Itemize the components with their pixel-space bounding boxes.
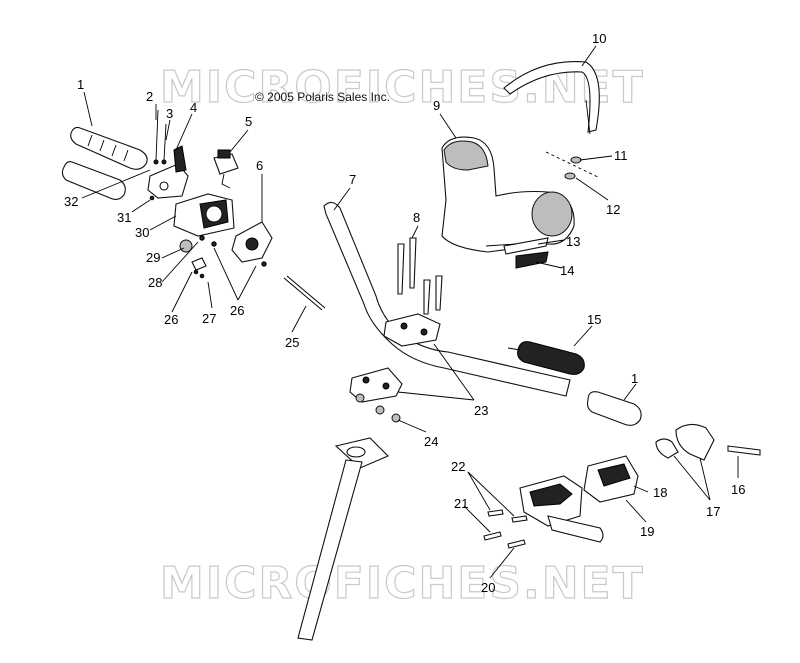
upper-clamp xyxy=(383,313,441,347)
left-hand-grip xyxy=(70,126,148,170)
callout-6: 6 xyxy=(256,158,263,173)
callout-13: 13 xyxy=(566,234,580,249)
switch-housing-30 xyxy=(173,193,235,237)
callout-11: 11 xyxy=(614,148,628,163)
hardware-11-12 xyxy=(545,151,601,180)
callout-31: 31 xyxy=(117,210,131,225)
cable-25 xyxy=(283,275,326,311)
reservoir-18-19 xyxy=(583,455,639,503)
throttle-lever-17 xyxy=(655,423,715,461)
callout-32: 32 xyxy=(64,194,78,209)
callout-8: 8 xyxy=(413,210,420,225)
bracket-13-14 xyxy=(485,237,549,269)
callout-23: 23 xyxy=(474,403,488,418)
callout-21: 21 xyxy=(454,496,468,511)
small-hardware-left xyxy=(149,195,267,279)
callout-labels: 1 1 2 3 4 5 6 7 8 9 10 11 12 13 14 15 16… xyxy=(64,31,745,595)
pin-16 xyxy=(727,445,761,456)
callout-24: 24 xyxy=(424,434,438,449)
callout-9: 9 xyxy=(433,98,440,113)
clamp-bolts-8 xyxy=(397,237,443,315)
throttle-housing-bracket xyxy=(147,145,189,199)
callout-27: 27 xyxy=(202,311,216,326)
callout-1-right: 1 xyxy=(631,371,638,386)
callout-22: 22 xyxy=(451,459,465,474)
callout-25: 25 xyxy=(285,335,299,350)
callout-3: 3 xyxy=(166,106,173,121)
lower-clamp xyxy=(349,367,403,403)
switch-5 xyxy=(213,149,239,189)
right-grip-1 xyxy=(586,391,642,426)
leader-lines xyxy=(81,45,739,579)
watermark-bottom: MICROFICHES.NET xyxy=(160,558,645,609)
copyright-text: © 2005 Polaris Sales Inc. xyxy=(255,90,390,104)
callout-20: 20 xyxy=(481,580,495,595)
callout-26-left: 26 xyxy=(164,312,178,327)
screws-20-22 xyxy=(483,509,528,549)
callout-7: 7 xyxy=(349,172,356,187)
callout-14: 14 xyxy=(560,263,574,278)
callout-10: 10 xyxy=(592,31,606,46)
switch-cover-6 xyxy=(231,221,273,263)
callout-30: 30 xyxy=(135,225,149,240)
callout-12: 12 xyxy=(606,202,620,217)
callout-26-right: 26 xyxy=(230,303,244,318)
callout-18: 18 xyxy=(653,485,667,500)
screw-2 xyxy=(153,109,159,165)
callout-2: 2 xyxy=(146,89,153,104)
steering-post xyxy=(297,437,389,641)
throttle-grip-15 xyxy=(507,341,585,375)
callout-16: 16 xyxy=(731,482,745,497)
brake-master-cylinder xyxy=(519,475,604,543)
callout-29: 29 xyxy=(146,250,160,265)
callout-17: 17 xyxy=(706,504,720,519)
callout-5: 5 xyxy=(245,114,252,129)
trim-strip-10 xyxy=(503,60,600,135)
callout-4: 4 xyxy=(190,100,197,115)
headlight-pod-9 xyxy=(441,136,575,253)
screw-3 xyxy=(161,123,167,165)
callout-28: 28 xyxy=(148,275,162,290)
callout-1: 1 xyxy=(77,77,84,92)
left-grip-sleeve xyxy=(61,161,126,201)
callout-19: 19 xyxy=(640,524,654,539)
callout-15: 15 xyxy=(587,312,601,327)
